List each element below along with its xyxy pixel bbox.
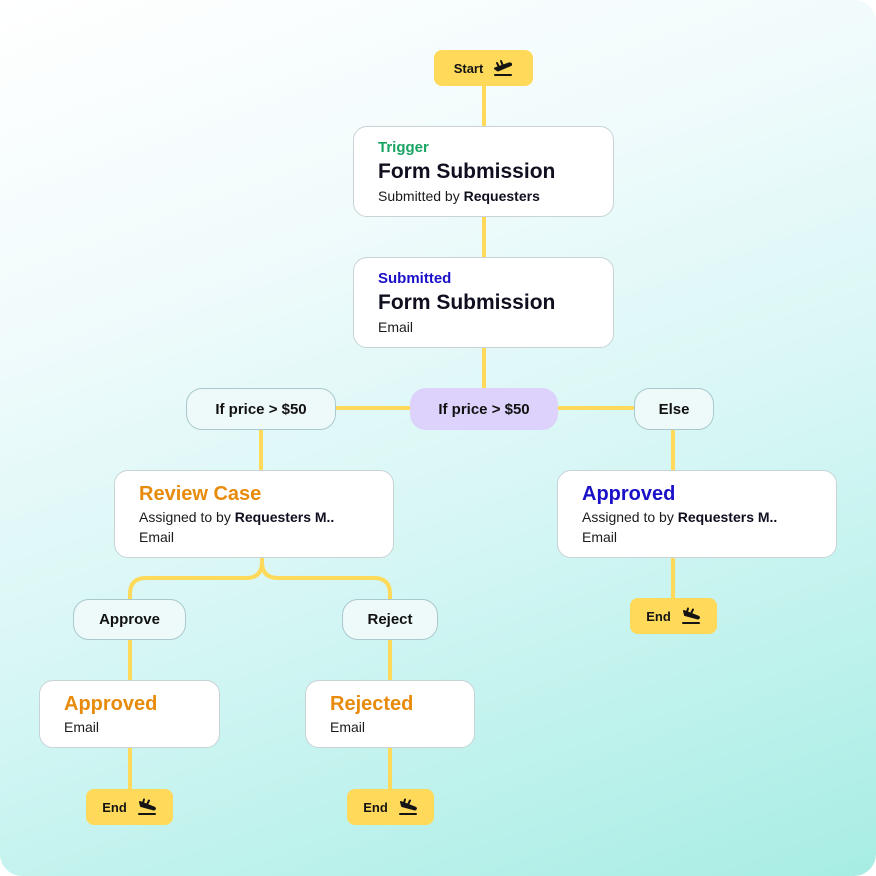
trigger-line-bold: Requesters: [463, 187, 540, 204]
review-line-bold: Requesters M..: [234, 509, 335, 525]
start-node[interactable]: Start: [434, 50, 533, 86]
end-label-right: End: [646, 608, 671, 624]
condition-else-chip[interactable]: Else: [634, 388, 714, 430]
landing-icon: [681, 607, 701, 625]
review-line: Assigned to by Requesters M..: [139, 507, 369, 527]
landing-icon: [137, 798, 157, 816]
approved-right-card[interactable]: Approved Assigned to by Requesters M.. E…: [557, 470, 837, 558]
reject-chip[interactable]: Reject: [342, 599, 438, 640]
approved-right-title: Approved: [582, 483, 676, 505]
end-label-middle: End: [363, 799, 388, 815]
approved-left-line: Email: [64, 719, 100, 735]
trigger-title: Form Submission: [378, 159, 556, 183]
connector-review-split: [128, 556, 392, 601]
approved-left-card[interactable]: Approved Email: [39, 680, 220, 748]
submitted-line: Email: [378, 318, 414, 335]
review-title: Review Case: [139, 483, 262, 505]
approved-right-line-bold: Requesters M..: [677, 509, 778, 525]
review-line-prefix: Assigned to by: [139, 509, 231, 525]
review-line2: Email: [139, 529, 175, 545]
approved-left-title: Approved: [64, 693, 158, 715]
submitted-kicker: Submitted: [378, 269, 452, 287]
condition-left-chip[interactable]: If price > $50: [186, 388, 336, 430]
start-label: Start: [453, 60, 484, 76]
end-node-left[interactable]: End: [86, 789, 173, 825]
trigger-kicker: Trigger: [378, 138, 429, 156]
end-label-left: End: [102, 799, 127, 815]
submitted-title: Form Submission: [378, 290, 556, 314]
rejected-title: Rejected: [330, 693, 414, 715]
approved-right-line2: Email: [582, 529, 618, 545]
landing-icon: [398, 798, 418, 816]
review-case-card[interactable]: Review Case Assigned to by Requesters M.…: [114, 470, 394, 558]
approve-chip[interactable]: Approve: [73, 599, 186, 640]
trigger-line: Submitted by Requesters: [378, 186, 589, 206]
end-node-middle[interactable]: End: [347, 789, 434, 825]
trigger-card[interactable]: Trigger Form Submission Submitted by Req…: [353, 126, 614, 217]
condition-center-chip[interactable]: If price > $50: [410, 388, 558, 430]
approved-right-line-prefix: Assigned to by: [582, 509, 674, 525]
rejected-line: Email: [330, 719, 366, 735]
end-node-right[interactable]: End: [630, 598, 717, 634]
trigger-line-prefix: Submitted by: [378, 187, 460, 204]
takeoff-icon: [493, 59, 513, 77]
submitted-card[interactable]: Submitted Form Submission Email: [353, 257, 614, 348]
rejected-card[interactable]: Rejected Email: [305, 680, 475, 748]
approved-right-line: Assigned to by Requesters M..: [582, 507, 812, 527]
